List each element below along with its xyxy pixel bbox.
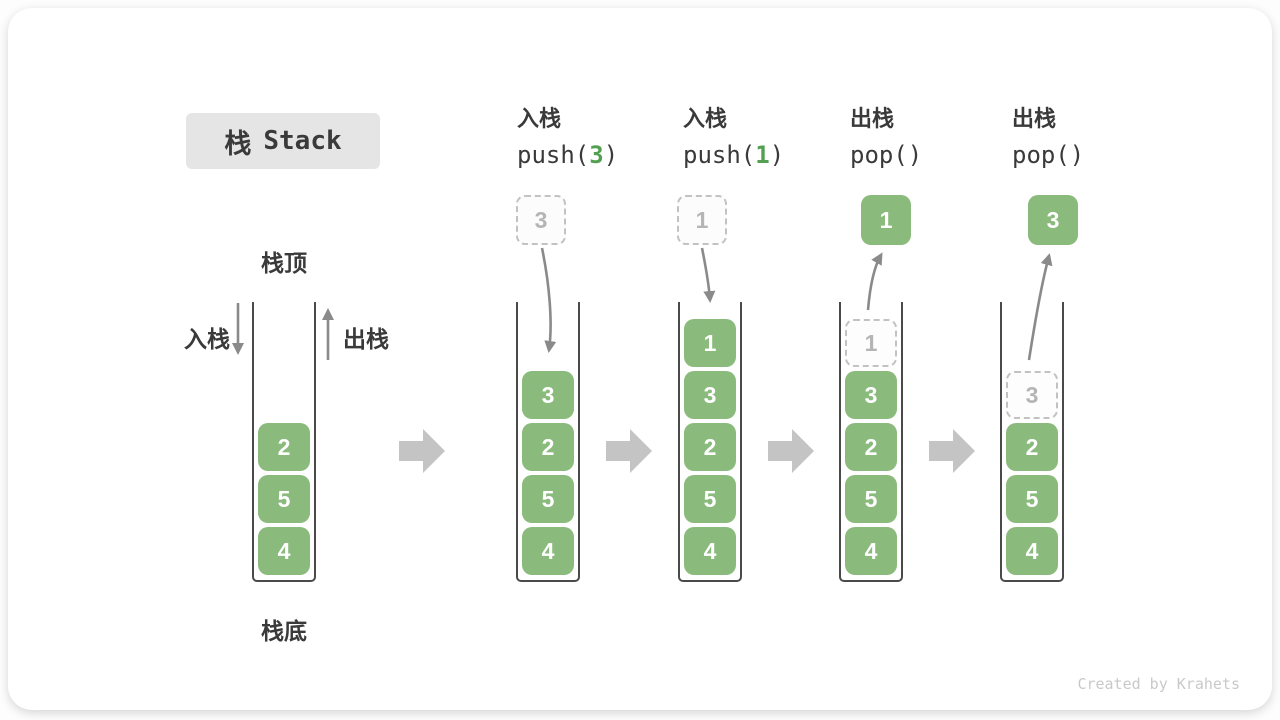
operation-label: 入栈 — [683, 106, 728, 131]
diagram-title: 栈 Stack — [186, 113, 380, 169]
label-pop: 出栈 — [343, 326, 389, 352]
stack-item: 5 — [684, 475, 736, 523]
step-arrow-icon — [399, 429, 445, 473]
stack-item-ghost: 3 — [1006, 371, 1058, 419]
stack-container-after-push-3 — [516, 302, 580, 582]
stack-container-after-push-1 — [678, 302, 742, 582]
operation-code: push(3) — [517, 141, 619, 169]
popped-element-box: 1 — [861, 195, 911, 245]
title-en: Stack — [263, 126, 342, 156]
operation-label: 出栈 — [1012, 106, 1057, 131]
popped-element-box: 3 — [1028, 195, 1078, 245]
operation-caption: 出栈 pop() — [1012, 106, 1084, 169]
stack-item: 4 — [522, 527, 574, 575]
stack-item: 5 — [1006, 475, 1058, 523]
stack-item: 4 — [258, 527, 310, 575]
stack-item: 5 — [258, 475, 310, 523]
step-arrow-icon — [929, 429, 975, 473]
label-stack-top: 栈顶 — [261, 250, 307, 276]
stack-container-after-pop-3 — [1000, 302, 1064, 582]
stack-item: 4 — [1006, 527, 1058, 575]
label-push: 入栈 — [184, 326, 230, 352]
operation-code-arg: 1 — [755, 141, 770, 169]
stack-item: 2 — [845, 423, 897, 471]
operation-caption: 入栈 push(3) — [517, 106, 618, 169]
stack-item: 5 — [522, 475, 574, 523]
incoming-element-box: 1 — [677, 195, 727, 245]
stack-item: 3 — [684, 371, 736, 419]
operation-caption: 入栈 push(1) — [683, 106, 784, 169]
operation-label: 入栈 — [517, 106, 562, 131]
stack-item: 1 — [684, 319, 736, 367]
stack-item: 3 — [522, 371, 574, 419]
operation-code: push(1) — [683, 141, 785, 169]
incoming-element-box: 3 — [516, 195, 566, 245]
stack-item-ghost: 1 — [845, 319, 897, 367]
operation-code-arg: 3 — [589, 141, 604, 169]
push-1-arrow — [700, 247, 716, 303]
stack-item: 2 — [522, 423, 574, 471]
stack-container-initial — [252, 302, 316, 582]
stack-item: 3 — [845, 371, 897, 419]
stack-item: 2 — [684, 423, 736, 471]
stack-item: 4 — [684, 527, 736, 575]
operation-label: 出栈 — [850, 106, 895, 131]
stack-item: 2 — [1006, 423, 1058, 471]
title-zh: 栈 — [224, 128, 252, 159]
operation-code: pop() — [850, 141, 923, 169]
stack-item: 5 — [845, 475, 897, 523]
operation-caption: 出栈 pop() — [850, 106, 922, 169]
label-stack-bottom: 栈底 — [261, 618, 307, 644]
step-arrow-icon — [768, 429, 814, 473]
stack-item: 4 — [845, 527, 897, 575]
watermark: Created by Krahets — [1077, 675, 1240, 693]
operation-code: pop() — [1012, 141, 1085, 169]
stack-item: 2 — [258, 423, 310, 471]
stack-container-after-pop-1 — [839, 302, 903, 582]
step-arrow-icon — [606, 429, 652, 473]
